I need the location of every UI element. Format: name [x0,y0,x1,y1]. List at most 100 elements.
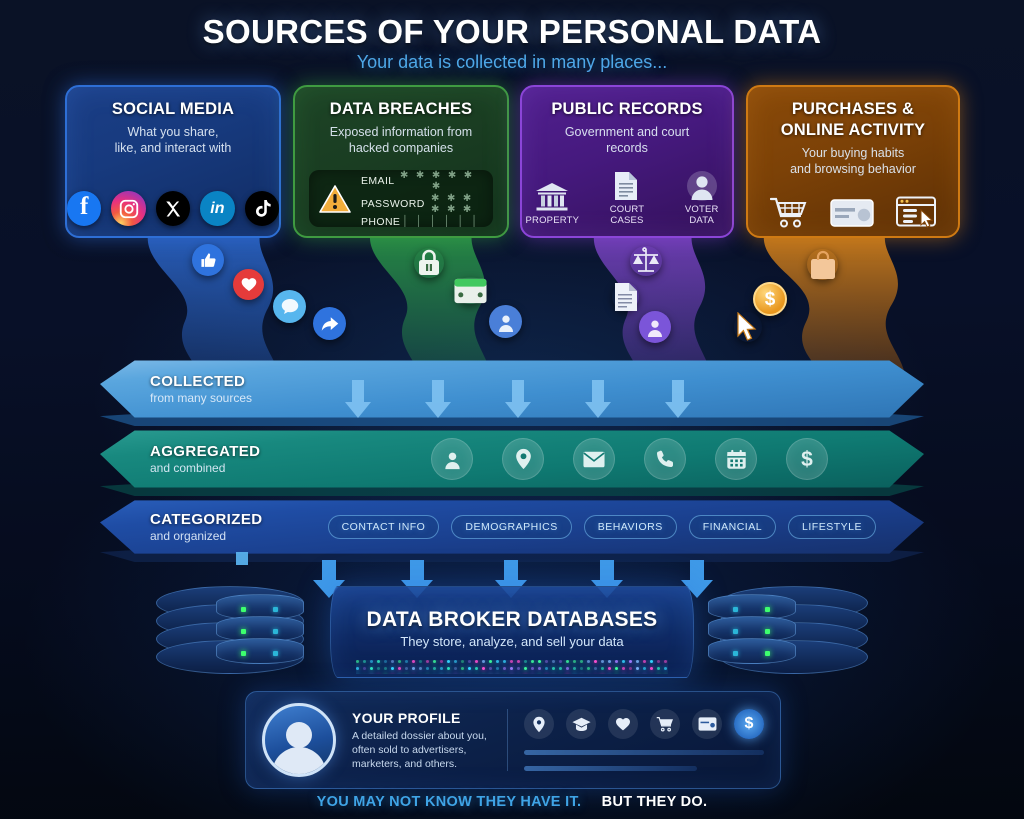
footer-tagline: YOU MAY NOT KNOW THEY HAVE IT. BUT THEY … [0,794,1024,810]
breach-field-label: PHONE [361,216,400,228]
dollar-icon[interactable]: $ [786,438,828,480]
data-dot [510,667,513,670]
location-pin-icon[interactable] [524,709,554,739]
card-description: Government and court records [522,124,732,156]
card-description: Exposed information from hacked companie… [295,124,507,156]
profile-description: A detailed dossier about you, often sold… [352,729,499,771]
dollar-icon[interactable]: $ [734,709,764,739]
data-dot [454,667,457,670]
source-card-data-breaches[interactable]: DATA BREACHES Exposed information from h… [293,85,509,238]
facebook-icon[interactable]: f [67,191,101,226]
person-icon [489,305,522,338]
data-dot [468,660,471,663]
public-record-label: VOTER DATA [671,204,732,226]
page-subtitle: Your data is collected in many places... [0,52,1024,73]
lock-icon [414,248,444,278]
category-chip[interactable]: FINANCIAL [689,515,776,539]
data-flow-streams [0,226,1024,374]
dollar-coin-icon: $ [753,282,787,316]
source-card-public-records[interactable]: PUBLIC RECORDS Government and court reco… [520,85,734,238]
social-icon-row: f in [67,191,279,226]
category-chip[interactable]: LIFESTYLE [788,515,876,539]
card-desc-line2: records [606,141,648,155]
category-chip[interactable]: DEMOGRAPHICS [451,515,571,539]
data-dot [454,660,457,663]
data-dot [440,667,443,670]
card-desc-line1: Government and court [565,125,689,139]
phone-icon[interactable] [644,438,686,480]
card-description: What you share, like, and interact with [67,124,279,156]
data-dot [405,667,408,670]
credit-card-icon[interactable] [830,198,874,228]
your-profile-card[interactable]: YOUR PROFILE A detailed dossier about yo… [245,691,781,789]
tiktok-icon[interactable] [245,191,279,226]
data-dot [363,667,366,670]
card-desc-line2: and browsing behavior [790,162,916,176]
data-dot [657,667,660,670]
heart-icon[interactable] [608,709,638,739]
public-record-item-voter-data[interactable]: VOTER DATA [671,170,732,226]
data-dot [503,660,506,663]
data-dot [377,660,380,663]
data-dot [503,667,506,670]
data-dot [615,667,618,670]
data-dot [538,667,541,670]
shopping-bag-icon [807,249,838,280]
profile-title: YOUR PROFILE [352,710,499,726]
location-pin-icon[interactable] [502,438,544,480]
layer-subtitle: and organized [150,529,262,543]
public-record-label: COURT CASES [597,204,658,226]
data-dot [552,667,555,670]
source-card-purchases-online-activity[interactable]: PURCHASES & ONLINE ACTIVITY Your buying … [746,85,960,238]
data-dot [356,667,359,670]
profile-desc-line3: marketers, and others. [352,758,457,770]
shopping-cart-icon[interactable] [650,709,680,739]
linkedin-icon[interactable]: in [200,191,234,226]
breach-field-label: EMAIL [361,175,395,187]
shopping-cart-icon[interactable] [770,196,808,228]
data-dot [566,660,569,663]
public-record-item-property[interactable]: PROPERTY [522,181,583,226]
instagram-icon[interactable] [111,191,145,226]
data-dot [398,660,401,663]
data-dot [587,667,590,670]
data-dot [475,660,478,663]
card-desc-line2: like, and interact with [115,141,232,155]
data-dot [447,660,450,663]
x-twitter-icon[interactable] [156,191,190,226]
data-dot [622,660,625,663]
graduation-cap-icon[interactable] [566,709,596,739]
card-desc-line1: Your buying habits [802,146,904,160]
credit-card-icon[interactable] [692,709,722,739]
warning-triangle-icon [318,184,352,214]
calendar-icon[interactable] [715,438,757,480]
profile-desc-line1: A detailed dossier about you, [352,730,487,742]
breach-row: PASSWORD ✱ ✱ ✱ ✱ ✱ ✱ [361,193,484,215]
data-dot [622,667,625,670]
public-record-label: PROPERTY [525,215,579,226]
data-dot [496,667,499,670]
thumbs-up-icon [192,244,224,276]
layer-title: AGGREGATED [150,443,260,460]
envelope-icon[interactable] [573,438,615,480]
public-records-icon-row: PROPERTY COURT CASES VOTER DATA [522,170,732,226]
data-broker-section: DATA BROKER DATABASES They store, analyz… [0,560,1024,685]
card-title-line2: ONLINE ACTIVITY [781,121,925,139]
credit-card-icon [454,277,487,304]
data-dot [566,667,569,670]
profile-info: YOUR PROFILE A detailed dossier about yo… [352,710,499,771]
public-record-item-court-cases[interactable]: COURT CASES [597,170,658,226]
data-dot [482,667,485,670]
layer-subtitle: from many sources [150,391,252,405]
data-dot [601,667,604,670]
category-chip[interactable]: BEHAVIORS [584,515,677,539]
source-card-social-media[interactable]: SOCIAL MEDIA What you share, like, and i… [65,85,281,238]
data-dot [461,667,464,670]
breached-credentials-panel: EMAIL ✱ ✱ ✱ ✱ ✱ ✱ PASSWORD ✱ ✱ ✱ ✱ ✱ ✱ P… [309,170,493,227]
cursor-arrow-icon [734,312,762,342]
data-dot [545,667,548,670]
card-title: DATA BREACHES [295,99,507,120]
person-icon[interactable] [431,438,473,480]
category-chip[interactable]: CONTACT INFO [328,515,440,539]
browser-window-cursor-icon[interactable] [896,196,936,228]
